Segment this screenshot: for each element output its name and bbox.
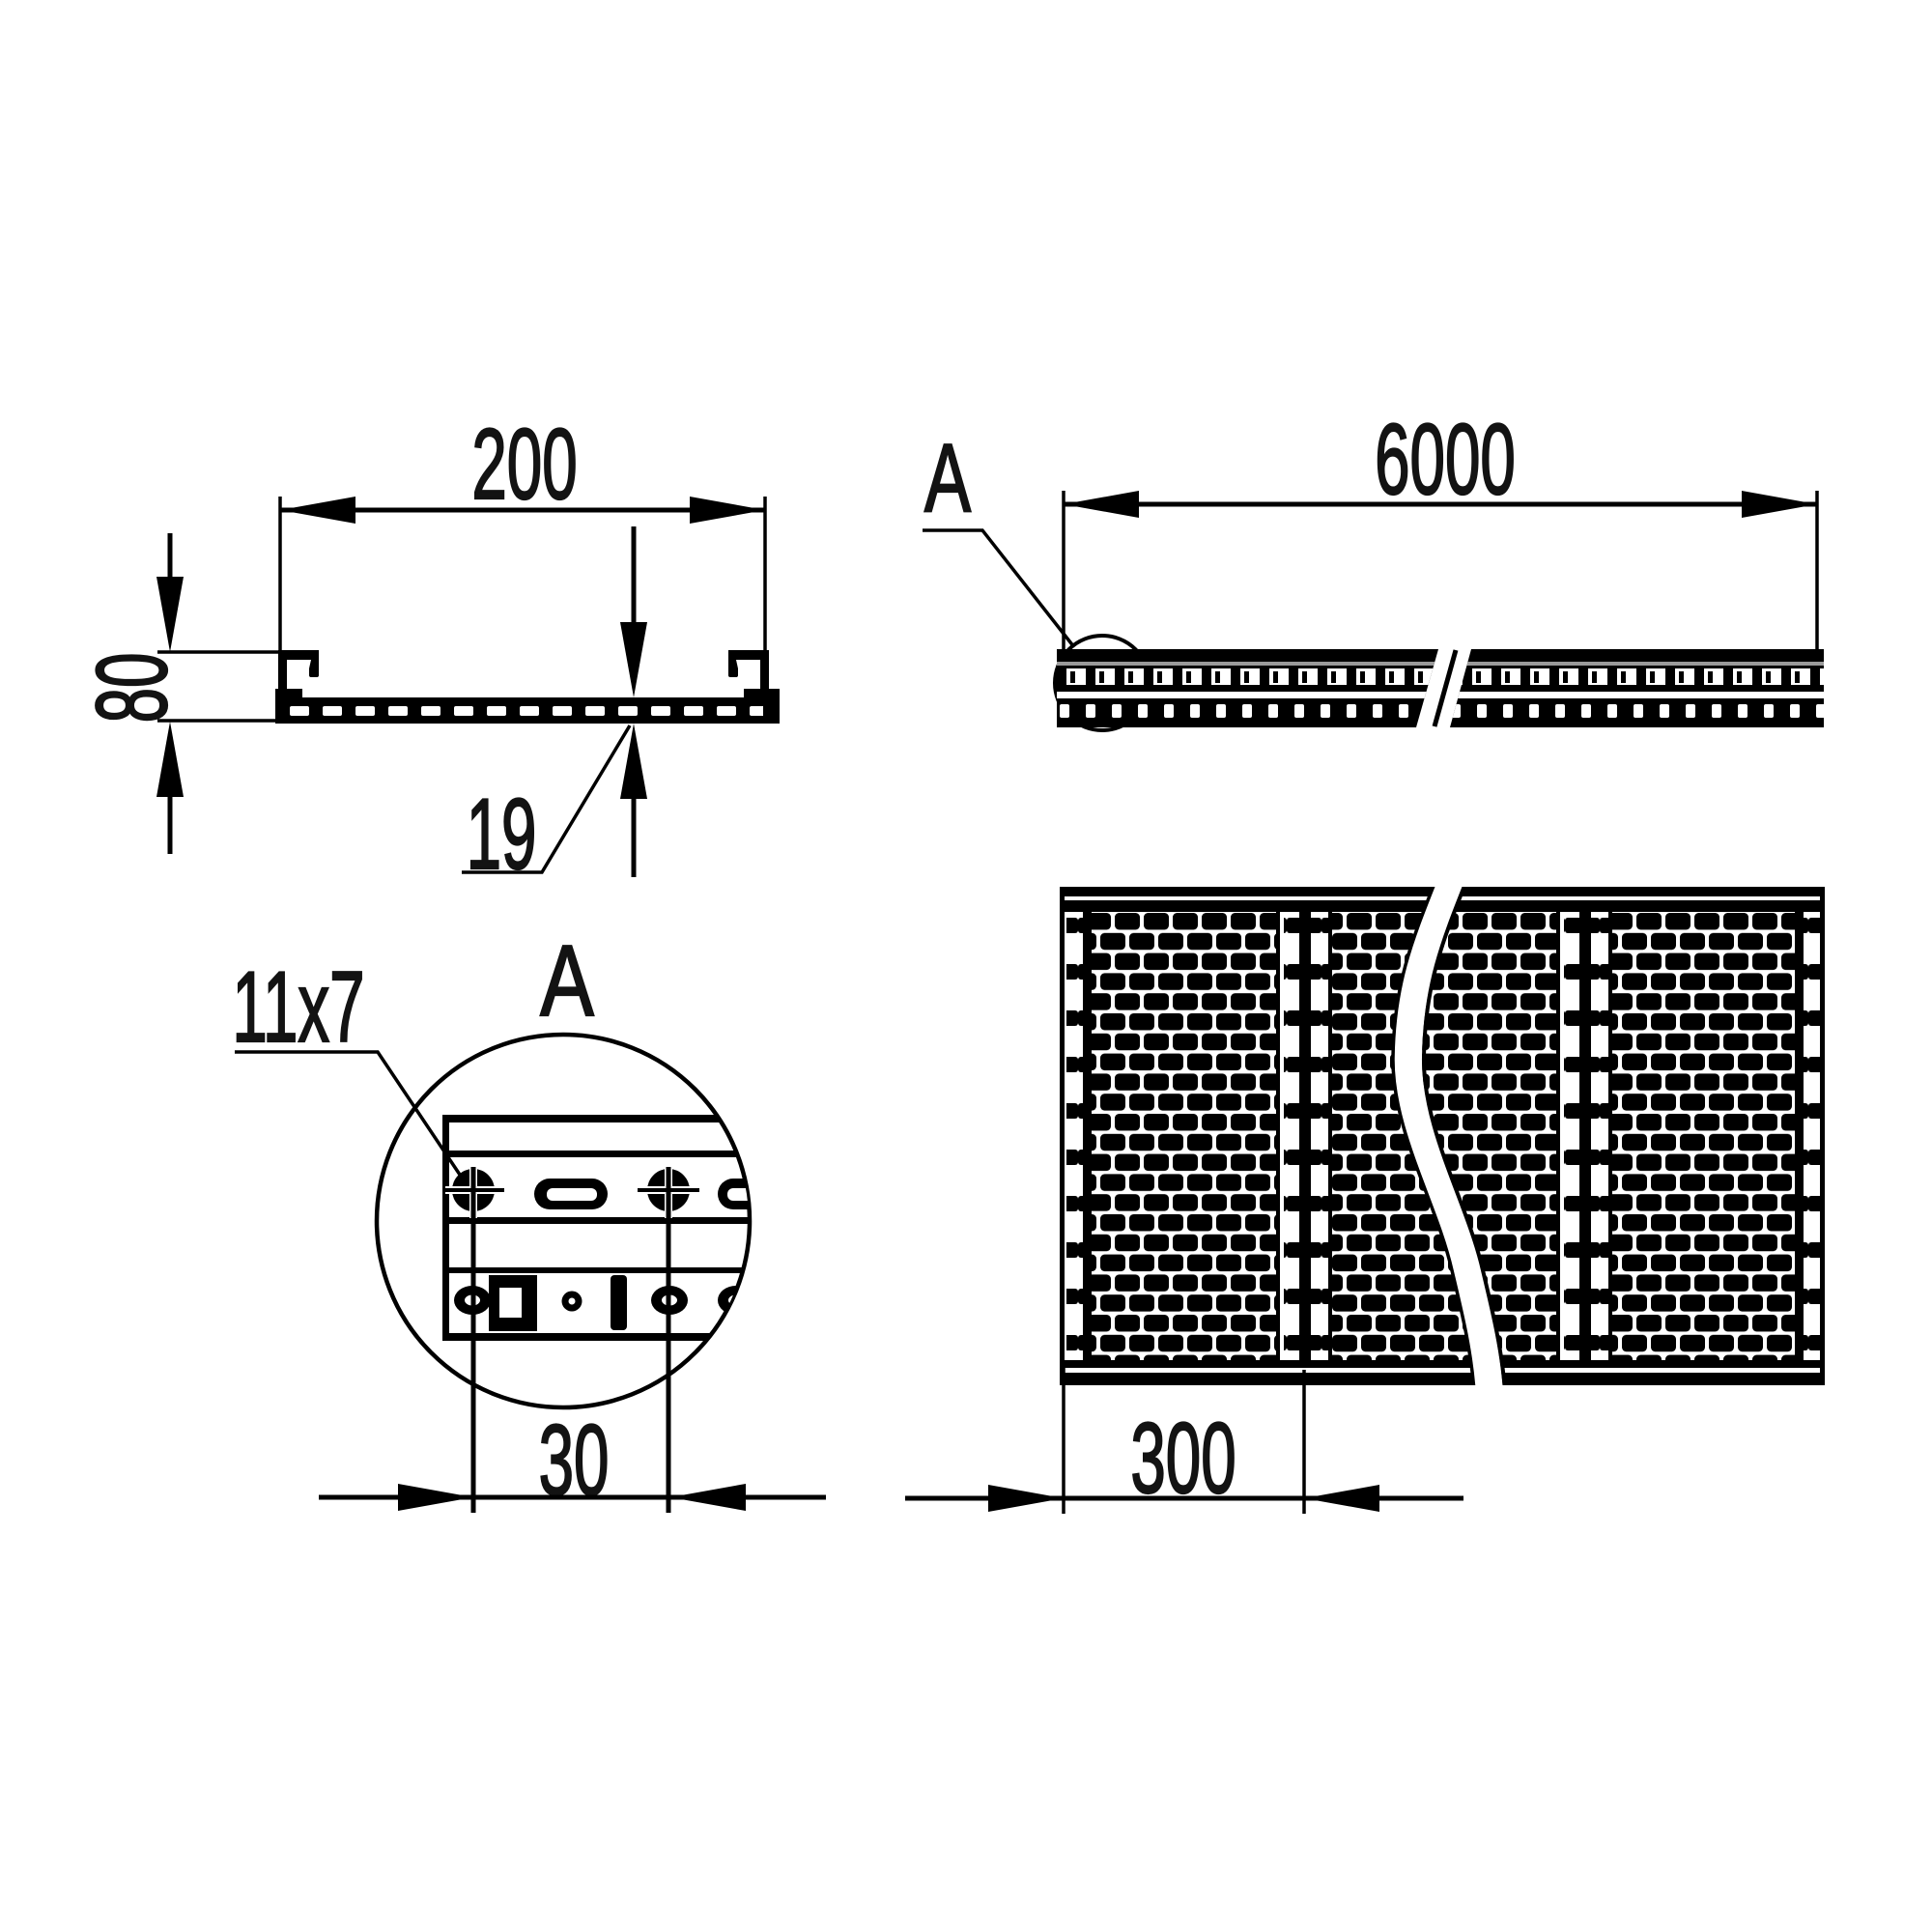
svg-text:200: 200 xyxy=(471,409,577,521)
svg-text:6000: 6000 xyxy=(1375,404,1516,516)
svg-text:11x7: 11x7 xyxy=(232,952,364,1064)
svg-text:A: A xyxy=(924,424,971,531)
svg-text:80: 80 xyxy=(76,653,188,724)
svg-text:A: A xyxy=(540,924,594,1037)
